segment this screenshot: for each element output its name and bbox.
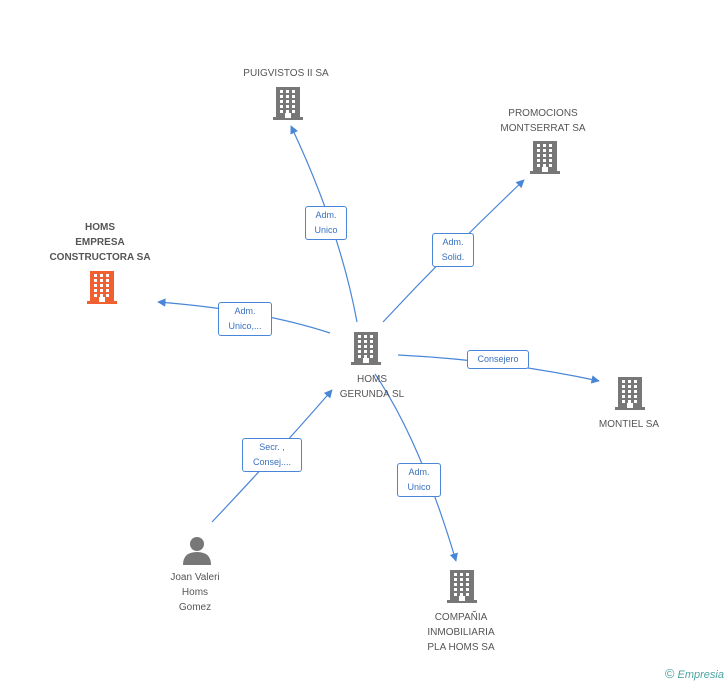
footer: © Empresia — [665, 666, 724, 681]
node-label-line: MONTIEL SA — [598, 419, 660, 430]
building-icon-compania[interactable] — [447, 569, 477, 603]
edge-label-homs-gerunda-to-montiel[interactable]: Consejero — [467, 350, 529, 369]
building-icon-homs-gerunda[interactable] — [351, 331, 381, 365]
edge-label-line: Consejero — [477, 354, 519, 364]
node-label-line: PLA HOMS SA — [427, 642, 495, 653]
edge-label-joan-to-homs-gerunda[interactable]: Secr. , Consej.... — [242, 438, 302, 472]
edge-label-line: Unico,... — [228, 321, 262, 331]
node-label-line: Gomez — [178, 602, 212, 613]
node-label-line: Joan Valeri — [170, 572, 220, 583]
node-label-line: CONSTRUCTORA SA — [49, 252, 151, 263]
building-icon-promocions[interactable] — [530, 140, 560, 174]
edge-label-homs-gerunda-to-promocions[interactable]: Adm. Solid. — [432, 233, 474, 267]
node-label-montiel[interactable]: MONTIEL SA — [599, 417, 659, 432]
node-label-line: PROMOCIONS — [508, 108, 578, 119]
node-label-compania[interactable]: COMPAÑIA INMOBILIARIA PLA HOMS SA — [427, 610, 494, 655]
node-label-line: HOMS — [357, 374, 387, 385]
node-label-line: PUIGVISTOS II SA — [243, 68, 329, 79]
node-label-line: MONTSERRAT SA — [500, 123, 586, 134]
node-label-line: INMOBILIARIA — [427, 627, 495, 638]
building-icon-puigvistos[interactable] — [273, 86, 303, 120]
building-icon-homs-empresa[interactable] — [87, 270, 117, 304]
node-label-line: COMPAÑIA — [434, 612, 488, 623]
node-label-homs-empresa[interactable]: HOMS EMPRESA CONSTRUCTORA SA — [49, 220, 150, 265]
edge-label-line: Adm. — [442, 237, 464, 247]
building-icon-montiel[interactable] — [615, 376, 645, 410]
edge-label-homs-gerunda-to-compania[interactable]: Adm. Unico — [397, 463, 441, 497]
edge-label-homs-gerunda-to-puigvistos[interactable]: Adm. Unico — [305, 206, 347, 240]
edge-label-line: Secr. , — [259, 442, 285, 452]
edge-label-line: Adm. — [408, 467, 430, 477]
node-label-line: GERUNDA SL — [339, 389, 405, 400]
node-label-line: Homs — [181, 587, 209, 598]
copyright-icon: © — [664, 666, 675, 681]
node-label-puigvistos[interactable]: PUIGVISTOS II SA — [243, 66, 328, 81]
edge-label-line: Unico — [407, 482, 431, 492]
node-label-homs-gerunda[interactable]: HOMS GERUNDA SL — [340, 372, 404, 402]
brand-logo[interactable]: Empresia — [677, 669, 724, 681]
edge-label-line: Consej.... — [252, 457, 292, 467]
edge-label-line: Solid. — [441, 252, 465, 262]
person-icon-joan[interactable] — [182, 535, 212, 565]
edge-label-line: Adm. — [315, 210, 337, 220]
edge-homs-gerunda-to-compania — [374, 373, 458, 562]
edge-label-line: Adm. — [234, 306, 256, 316]
edge-label-line: Unico — [314, 225, 338, 235]
node-label-line: EMPRESA — [75, 237, 125, 248]
node-label-line: HOMS — [85, 222, 115, 233]
node-label-promocions[interactable]: PROMOCIONS MONTSERRAT SA — [500, 106, 585, 136]
edge-label-homs-gerunda-to-homs-empresa[interactable]: Adm. Unico,... — [218, 302, 272, 336]
